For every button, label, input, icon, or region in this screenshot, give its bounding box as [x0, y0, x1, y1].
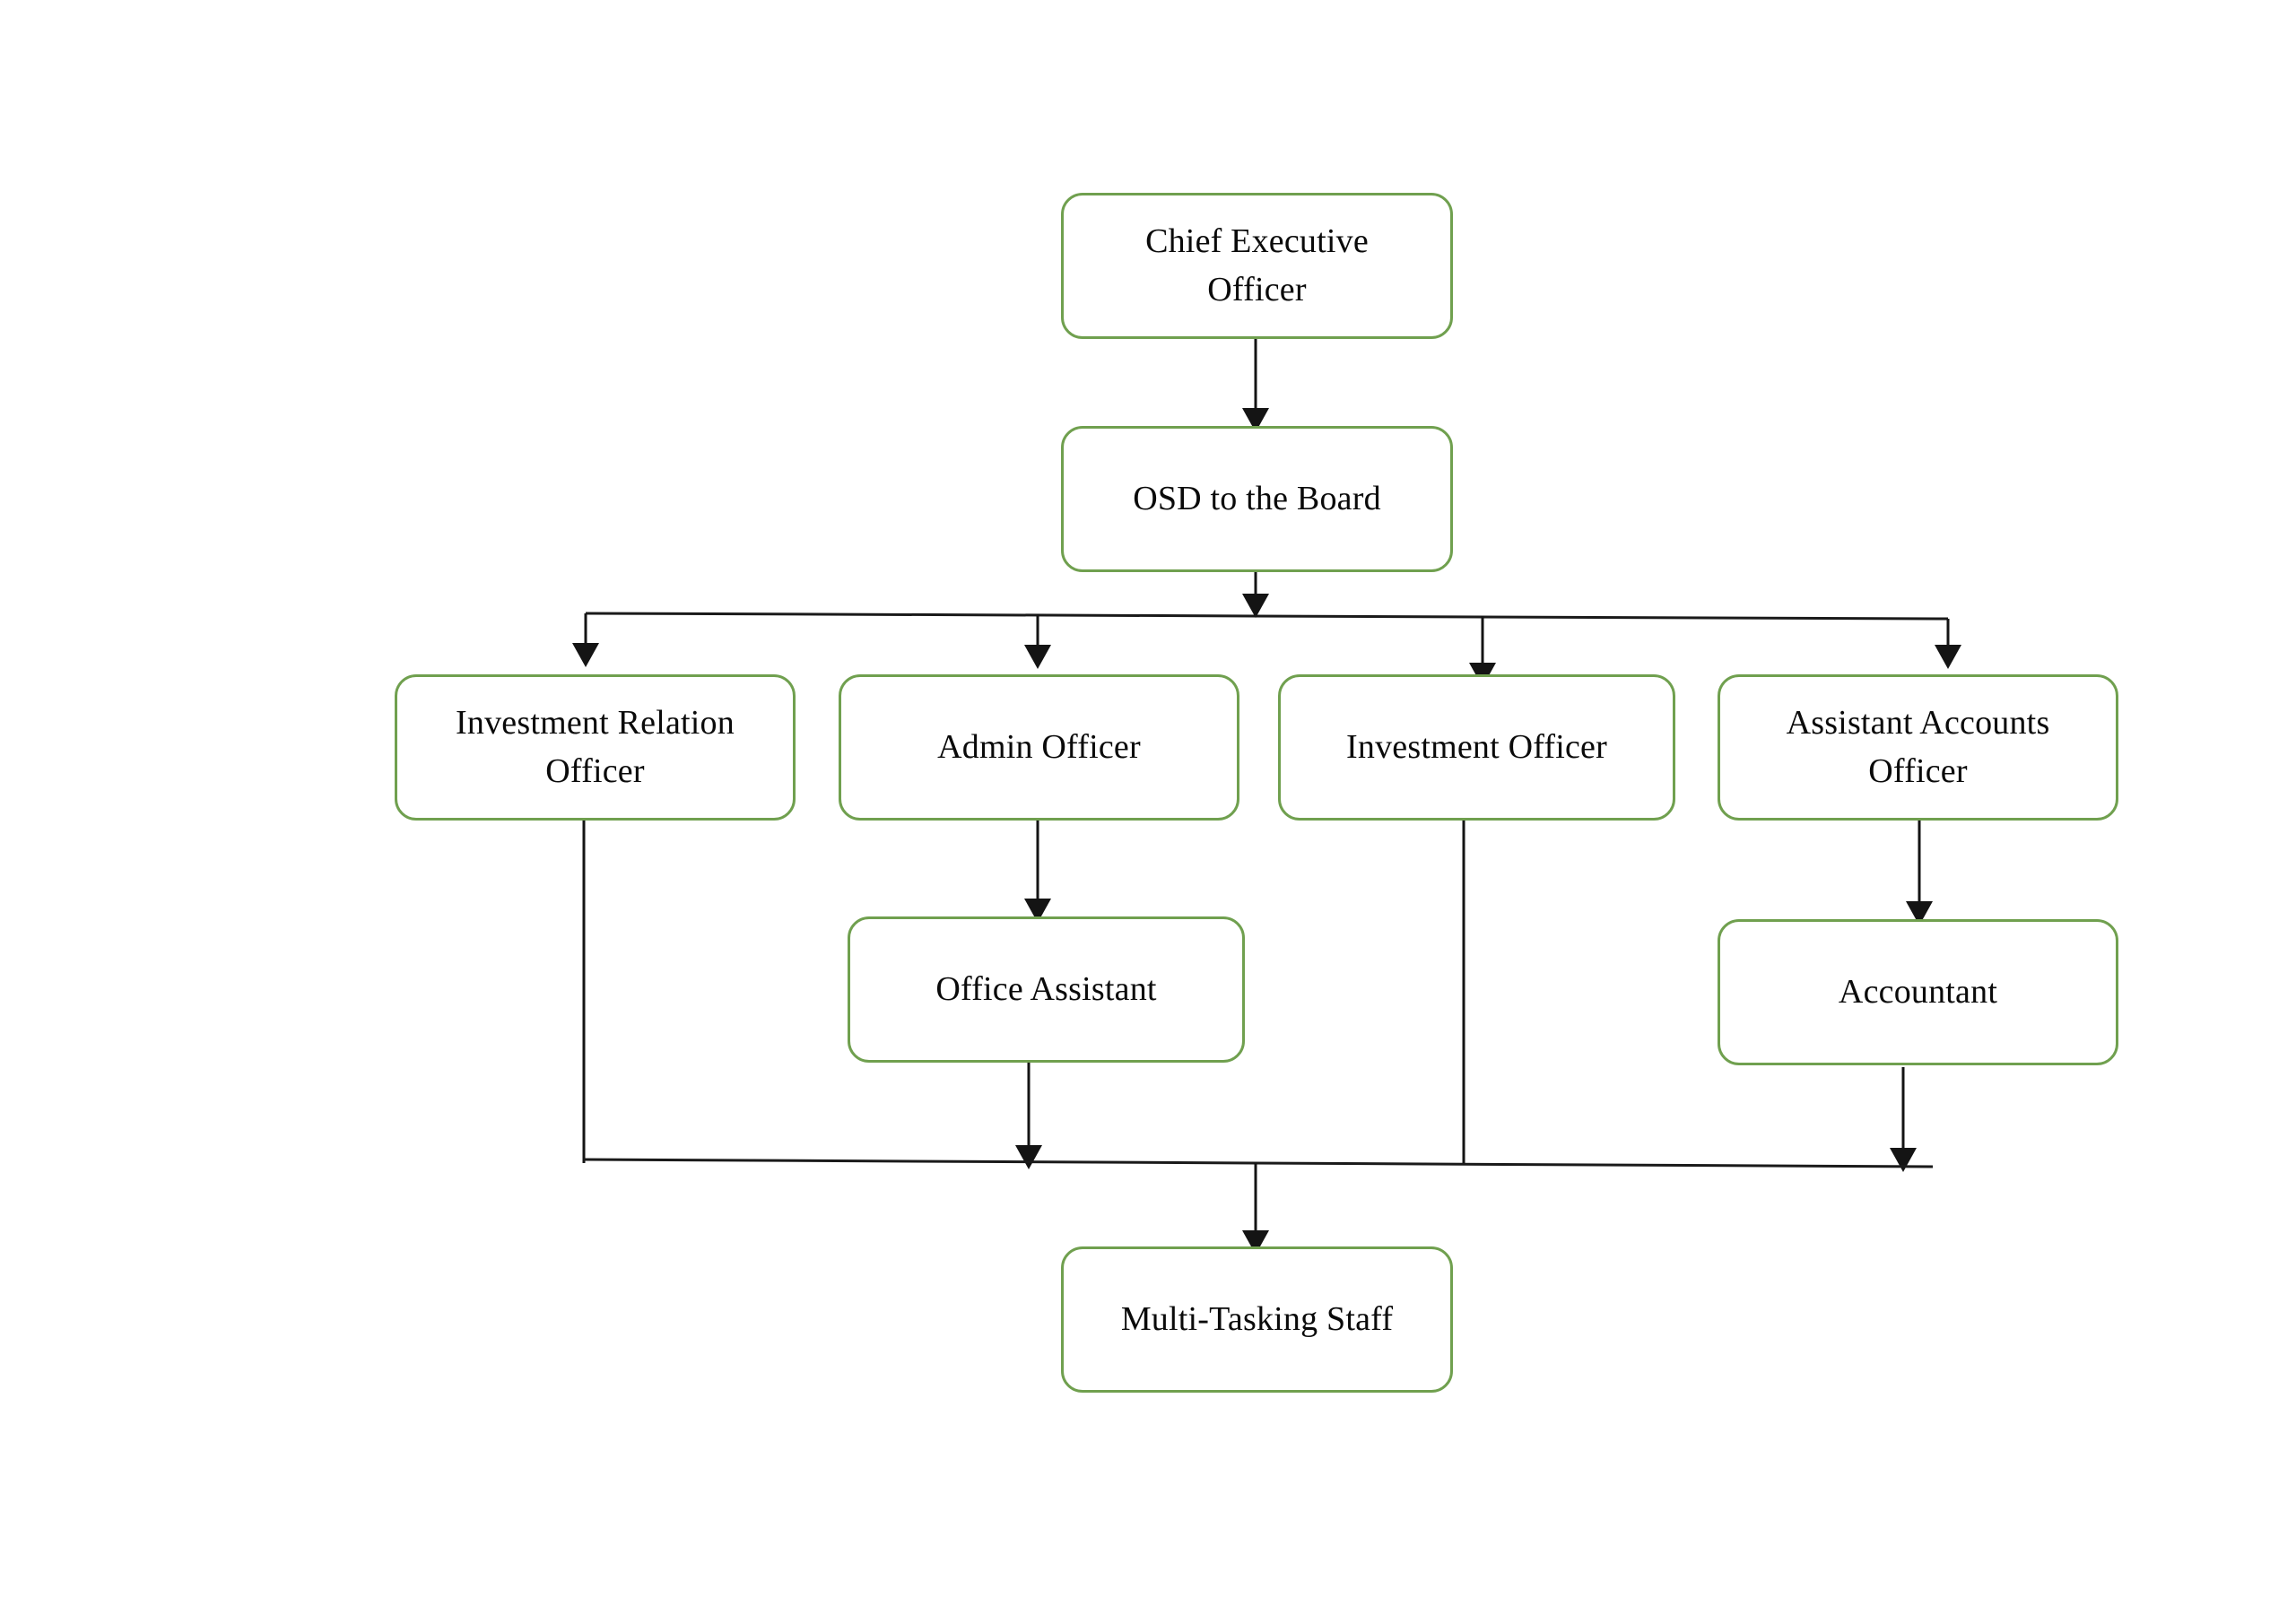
node-label: Accountant [1838, 972, 1998, 1011]
node-label: Admin Officer [937, 727, 1141, 766]
node-osd-to-the-board[interactable]: OSD to the Board [1061, 426, 1453, 572]
node-accountant[interactable]: Accountant [1718, 919, 2118, 1065]
node-office-assistant[interactable]: Office Assistant [848, 916, 1245, 1063]
node-label: Multi-Tasking Staff [1120, 1299, 1394, 1338]
merge-descenders [582, 821, 1917, 1172]
node-label: Assistant Accounts Officer [1786, 703, 2050, 790]
node-investment-officer[interactable]: Investment Officer [1278, 674, 1675, 821]
node-chief-executive-officer[interactable]: Chief Executive Officer [1061, 193, 1453, 339]
node-label: Chief Executive Officer [1145, 221, 1369, 308]
merge-bus [583, 1158, 1934, 1168]
node-label: Investment Officer [1346, 727, 1607, 766]
node-multi-tasking-staff[interactable]: Multi-Tasking Staff [1061, 1246, 1453, 1393]
node-admin-officer[interactable]: Admin Officer [839, 674, 1239, 821]
node-label: Investment Relation Officer [456, 703, 735, 790]
node-assistant-accounts-officer[interactable]: Assistant Accounts Officer [1718, 674, 2118, 821]
node-label: Office Assistant [935, 969, 1157, 1008]
node-label: OSD to the Board [1133, 479, 1381, 517]
node-investment-relation-officer[interactable]: Investment Relation Officer [395, 674, 796, 821]
distribution-bus [572, 612, 1961, 687]
